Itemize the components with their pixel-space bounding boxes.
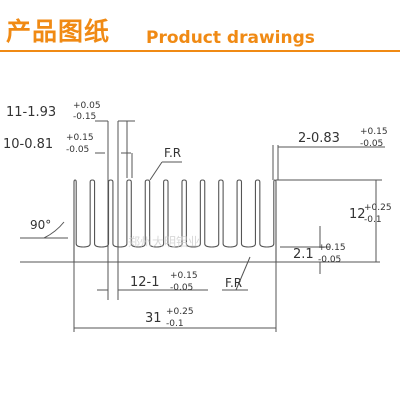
dim-base-value: 2.1: [293, 247, 314, 262]
dim-outer-fin-tol-minus: -0.05: [360, 139, 383, 149]
watermark: 郑州大明铝业: [128, 234, 200, 249]
dim-outer-fin-tol-plus: +0.15: [360, 127, 388, 137]
dim-angle: 90°: [30, 218, 51, 232]
dim-fin-root-value: 12-1: [130, 275, 160, 290]
fillet-top-leader: [149, 161, 163, 181]
dim-height: 12 +0.25 -0.1: [349, 203, 392, 225]
angle-arc: [43, 221, 65, 239]
dim-fin-root: 12-1 +0.15 -0.05: [130, 271, 198, 293]
dim-width-value: 31: [145, 311, 162, 326]
dim-base: 2.1 +0.15 -0.05: [293, 243, 346, 265]
dim-fin-pitch-tol-plus: +0.05: [73, 101, 101, 111]
dim-outer-fin: 2-0.83 +0.15 -0.05: [298, 127, 388, 149]
dim-width-tol-minus: -0.1: [166, 319, 184, 329]
header-rule: [0, 50, 400, 52]
title-english: Product drawings: [146, 28, 315, 48]
dim-fin-pitch: 11-1.93 +0.05 -0.15: [6, 101, 101, 122]
title-chinese: 产品图纸: [6, 17, 111, 46]
dim-base-tol-plus: +0.15: [318, 243, 346, 253]
dim-width: 31 +0.25 -0.1: [145, 307, 194, 329]
dim-fin-tip: 10-0.81 +0.15 -0.05: [3, 133, 94, 155]
dim-fin-tip-value: 10-0.81: [3, 137, 53, 152]
dim-fin-pitch-value: 11-1.93: [6, 105, 56, 120]
dim-base-tol-minus: -0.05: [318, 255, 341, 265]
dim-outer-fin-value: 2-0.83: [298, 131, 340, 146]
dim-fin-tip-tol-minus: -0.05: [66, 145, 89, 155]
dim-fin-root-tol-minus: -0.05: [170, 283, 193, 293]
dim-fillet-bottom: F.R: [225, 276, 242, 290]
dim-width-tol-plus: +0.25: [166, 307, 194, 317]
dim-height-tol-minus: -0.1: [364, 215, 382, 225]
dim-fin-root-tol-plus: +0.15: [170, 271, 198, 281]
fillet-bottom-leader: [235, 256, 251, 291]
dim-fin-pitch-tol-minus: -0.15: [73, 112, 96, 122]
header: 产品图纸 Product drawings: [0, 0, 400, 56]
dim-fin-tip-tol-plus: +0.15: [66, 133, 94, 143]
dim-height-value: 12: [349, 207, 366, 222]
heatsink-profile: [73, 179, 277, 263]
dim-height-tol-plus: +0.25: [364, 203, 392, 213]
dim-fillet-top: F.R: [164, 146, 181, 160]
